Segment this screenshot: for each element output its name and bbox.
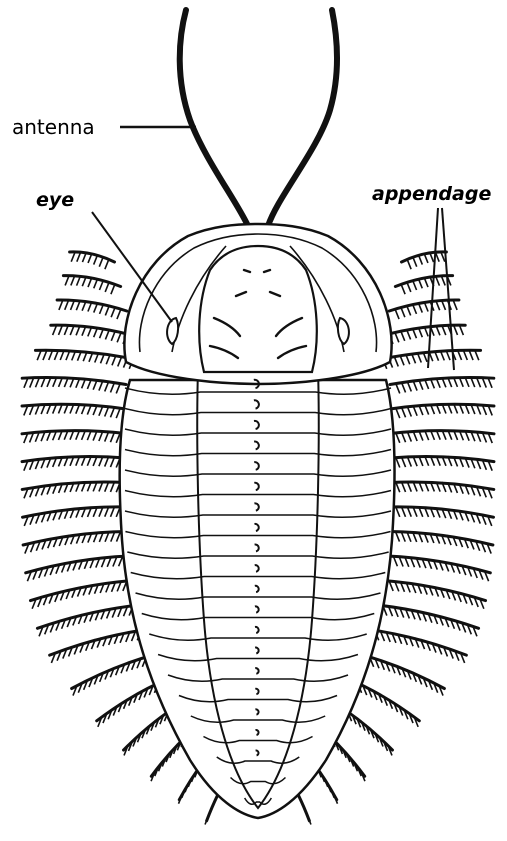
right-antenna: [268, 10, 337, 226]
appendage-bristle: [396, 408, 400, 418]
appendage-bristle: [99, 257, 103, 267]
appendage-leader-line-1: [428, 208, 438, 368]
appendage-bristle: [395, 332, 399, 342]
appendage-limb: [50, 630, 147, 656]
appendage-bristle: [110, 407, 114, 417]
appendage-bristle: [413, 257, 417, 267]
left-antenna: [180, 10, 248, 226]
right-eye: [338, 318, 349, 344]
label-eye: eye: [36, 189, 74, 211]
label-appendage: appendage: [372, 183, 491, 205]
appendage-bristle: [117, 309, 121, 319]
appendage-bristle: [117, 332, 121, 342]
appendage-bristle: [396, 433, 400, 443]
appendage-limb: [369, 630, 466, 656]
appendage-limb: [359, 654, 444, 689]
appendage-bristle: [396, 383, 400, 393]
appendage-bristle: [396, 482, 400, 492]
label-antenna: antenna: [12, 115, 95, 139]
appendage-bristle: [111, 307, 115, 317]
appendage-leader-line-2: [442, 208, 454, 370]
appendage-bristle: [396, 458, 400, 468]
appendage-bristle: [407, 259, 411, 269]
appendage-bristle: [402, 382, 406, 392]
appendage-bristle: [105, 259, 109, 269]
appendage-bristle: [116, 408, 120, 418]
appendage-bristle: [402, 407, 406, 417]
appendage-bristle: [401, 284, 405, 294]
appendage-bristle: [395, 309, 399, 319]
appendage-bristle: [116, 383, 120, 393]
appendage-bristle: [401, 307, 405, 317]
appendage-bristle: [111, 284, 115, 294]
appendage-bristle: [110, 382, 114, 392]
glabella: [199, 246, 317, 372]
left-eye: [167, 318, 178, 344]
appendage-bristle: [407, 282, 411, 292]
appendage-bristle: [105, 282, 109, 292]
